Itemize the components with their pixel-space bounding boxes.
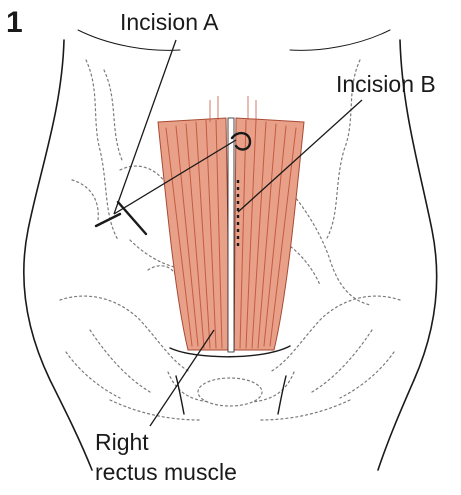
linea-alba — [228, 118, 234, 352]
label-right-rectus-muscle: Right rectus muscle — [95, 428, 237, 488]
label-muscle-line2: rectus muscle — [95, 458, 237, 488]
label-muscle-line1: Right — [95, 428, 237, 458]
leader-line-rectus — [150, 330, 214, 426]
pelvic-lines — [170, 346, 290, 414]
figure-number: 1 — [6, 6, 23, 39]
rectus-muscles — [158, 118, 304, 352]
label-incision-b: Incision B — [336, 72, 436, 97]
label-incision-a: Incision A — [120, 10, 218, 35]
